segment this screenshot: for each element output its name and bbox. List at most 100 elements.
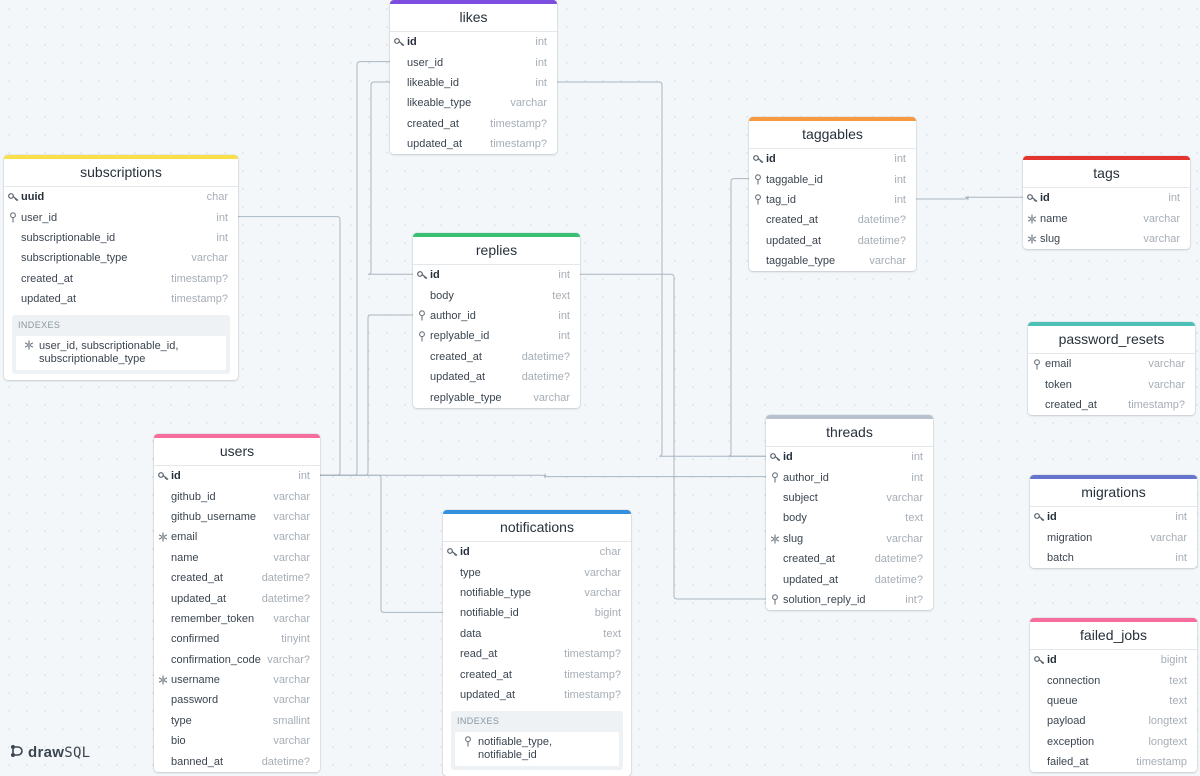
table-title[interactable]: taggables [749,121,916,149]
table-title[interactable]: password_resets [1028,326,1195,354]
table-title[interactable]: subscriptions [4,159,238,187]
column-type: varchar [1148,358,1185,371]
table-title[interactable]: notifications [443,514,631,542]
table-title[interactable]: threads [766,419,933,447]
table-title[interactable]: replies [413,237,580,265]
table-title[interactable]: failed_jobs [1030,622,1197,650]
index-entry[interactable]: notifiable_type, notifiable_id [455,732,619,767]
table-title[interactable]: tags [1023,160,1190,188]
table-title[interactable]: users [154,438,320,466]
table-title[interactable]: migrations [1030,479,1197,507]
relation-line [320,314,413,476]
column-type: varchar [273,694,310,707]
column-name: type [460,566,481,579]
table-title[interactable]: likes [390,4,557,32]
index-entry[interactable]: user_id, subscriptionable_id, subscripti… [16,336,226,371]
